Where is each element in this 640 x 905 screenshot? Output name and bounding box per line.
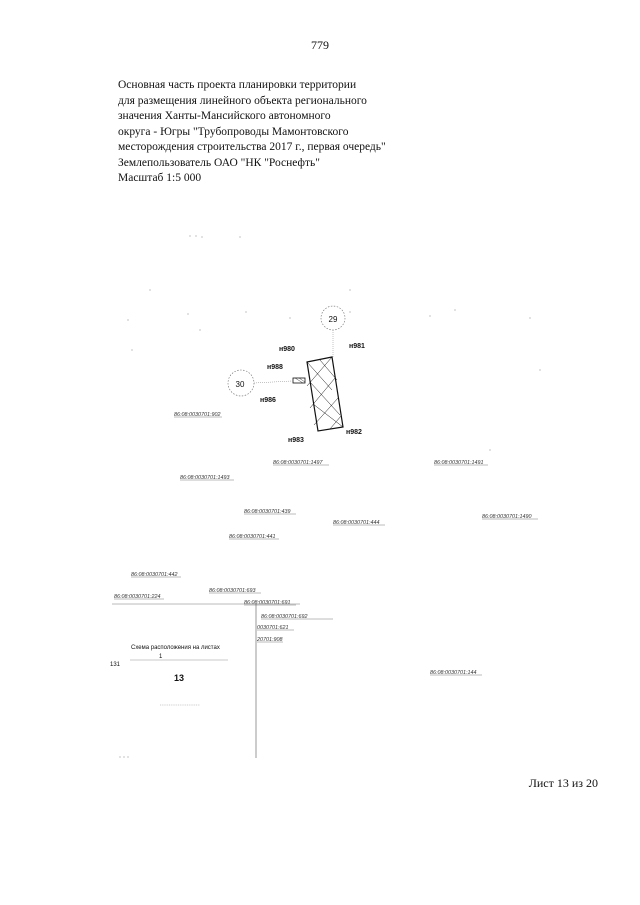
point-label: н983 xyxy=(288,437,304,444)
inset-top-number: 1 xyxy=(159,654,163,660)
parcel-polygon xyxy=(292,356,344,432)
header-line: для размещения линейного объекта региона… xyxy=(118,94,367,107)
header-line: значения Ханты-Мансийского автономного xyxy=(118,110,331,122)
parcel-label: 86:08:0030701:224 xyxy=(114,594,160,600)
scale-line: Масштаб 1:5 000 xyxy=(118,172,202,184)
parcel-label: 86:08:0030701:691 xyxy=(244,600,290,606)
inset-title: Схема расположения на листах xyxy=(131,645,220,651)
inset-big-number: 13 xyxy=(174,673,184,683)
point-label: н982 xyxy=(346,429,362,436)
point-label: н980 xyxy=(279,346,295,353)
parcel-label: 86:08:0030701:441 xyxy=(229,534,275,540)
point-label: н988 xyxy=(267,364,283,371)
parcel-label: 86:08:0030701:1491 xyxy=(434,460,483,466)
survey-dots xyxy=(119,235,541,758)
parcel-labels: 86:08:0030701:902 86:08:0030701:1497 86:… xyxy=(114,412,538,676)
parcel-label: 20701:908 xyxy=(256,637,282,643)
parcel-label: 86:08:0030701:1493 xyxy=(180,475,229,481)
sheet-label: Лист 13 из 20 xyxy=(528,776,598,790)
parcel-label: 86:08:0030701:144 xyxy=(430,670,476,676)
document-header: Основная часть проекта планировки террит… xyxy=(118,78,418,187)
parcel-label: 86:08:0030701:1497 xyxy=(273,460,323,466)
parcel-label: 86:08:0030701:693 xyxy=(209,588,255,594)
point-label: н981 xyxy=(349,343,365,350)
circle-label-30: 30 xyxy=(236,380,245,389)
parcel-label: 86:08:0030701:902 xyxy=(174,412,220,418)
header-line: Землепользователь ОАО "НК "Роснефть" xyxy=(118,156,320,169)
point-label: н986 xyxy=(260,397,276,404)
circle-label-29: 29 xyxy=(329,315,338,324)
left-edge-number: 131 xyxy=(110,662,121,668)
header-line: округа - Югры "Трубопроводы Мамонтовског… xyxy=(118,125,349,138)
location-inset: Схема расположения на листах 1 13 131 xyxy=(110,603,300,758)
page-number: 779 xyxy=(311,38,329,52)
header-line: месторождения строительства 2017 г., пер… xyxy=(118,141,386,153)
parcel-label: 86:08:0030701:439 xyxy=(244,509,290,515)
parcel-label: 86:08:0030701:442 xyxy=(131,572,177,578)
parcel-label: 86:08:0030701:444 xyxy=(333,520,379,526)
header-line: Основная часть проекта планировки террит… xyxy=(118,79,357,91)
parcel-label: 86:08:0030701:1490 xyxy=(482,514,531,520)
parcel-label: 0030701:621 xyxy=(257,625,288,631)
parcel-label: 86:08:0030701:692 xyxy=(261,614,307,620)
